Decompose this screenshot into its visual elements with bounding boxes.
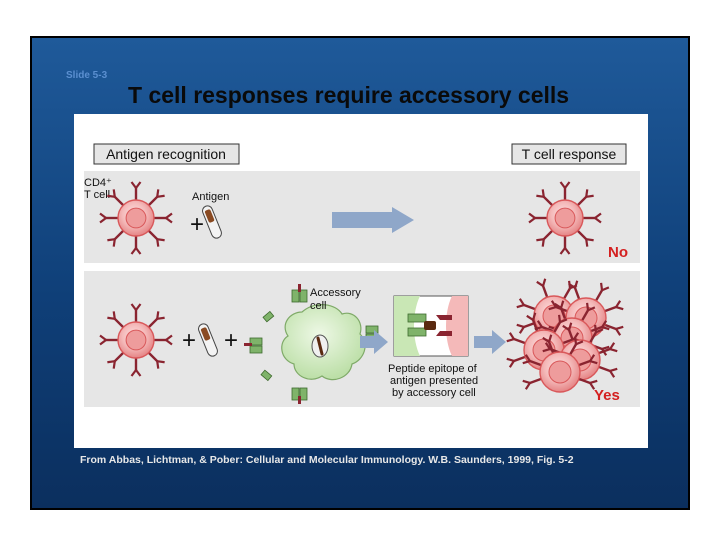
tcr-receptor [604, 300, 624, 313]
tcr-receptor [568, 280, 581, 300]
tcr-receptor [598, 342, 618, 355]
slide-title: T cell responses require accessory cells [128, 82, 570, 108]
tcr-receptor [130, 181, 142, 200]
tcr-receptor [576, 229, 594, 247]
tcr-receptor [552, 314, 568, 334]
t-cell [99, 181, 173, 255]
tcr-receptor [107, 351, 125, 369]
tcr-receptor [578, 377, 598, 390]
tcr-receptor [154, 212, 173, 224]
figure-panel: Antigen recognition T cell response CD4⁺… [74, 114, 648, 448]
t-cell [522, 334, 598, 393]
accessory-label-1: Accessory [310, 287, 361, 299]
peptide-label-2: antigen presented [390, 375, 478, 387]
tcr-receptor [506, 355, 526, 368]
t-cell [528, 181, 602, 255]
antigen-icon-row2 [198, 323, 218, 357]
tcr-receptor [130, 303, 142, 322]
antigen-icon [202, 205, 222, 239]
antigen-label: Antigen [192, 191, 229, 203]
cd4-t-cell-row1 [99, 181, 173, 255]
tcr-receptor [528, 212, 547, 224]
tcr-receptor [107, 229, 125, 247]
tcr-receptor [107, 189, 125, 207]
proliferating-t-cells [506, 278, 624, 393]
tcr-receptor [526, 312, 539, 332]
outcome-no: No [608, 244, 628, 261]
tcr-receptor [568, 336, 584, 356]
tcr-receptor [99, 212, 118, 224]
tcr-receptor [536, 229, 554, 247]
header-t-cell-response: T cell response [511, 143, 627, 165]
tcr-receptor [147, 351, 165, 369]
plus-sign-row1: + [190, 211, 204, 238]
tcr-receptor [130, 236, 142, 255]
tcr-receptor [99, 334, 118, 346]
slide-caption: From Abbas, Lichtman, & Pober: Cellular … [80, 454, 574, 466]
tcr-receptor [147, 311, 165, 329]
tcr-receptor [559, 181, 571, 200]
tcr-receptor [522, 354, 542, 367]
tcr-receptor [130, 358, 142, 377]
t-cell-label: T cell [84, 189, 110, 201]
tcr-receptor [559, 236, 571, 255]
tcr-receptor [154, 334, 173, 346]
t-cell-response-row1 [528, 181, 602, 255]
tcr-receptor [562, 322, 575, 342]
t-cell [99, 303, 173, 377]
tcr-receptor [147, 229, 165, 247]
cd4-label: CD4⁺ [84, 177, 112, 189]
peptide-label-1: Peptide epitope of [388, 363, 478, 375]
arrow-row2b [474, 330, 506, 354]
cell-nucleus [554, 207, 576, 229]
plus-sign-row2b: + [224, 327, 238, 354]
tcr-receptor [583, 212, 602, 224]
tcr-receptor [147, 189, 165, 207]
arrow-row2a [360, 330, 388, 354]
diagram-svg: Antigen recognition T cell response CD4⁺… [84, 143, 640, 407]
tcr-receptor [588, 324, 604, 344]
tcr-receptor [580, 302, 596, 322]
cell-nucleus [125, 207, 147, 229]
tcr-receptor [598, 365, 618, 378]
tcr-receptor [107, 311, 125, 329]
tcr-receptor [604, 323, 624, 336]
tcr-receptor [516, 298, 536, 311]
cell-nucleus [125, 329, 147, 351]
header-left-text: Antigen recognition [106, 146, 226, 162]
peptide-inset [393, 295, 469, 357]
accessory-cell [244, 284, 379, 404]
slide-number: Slide 5-3 [66, 70, 108, 81]
cell-nucleus [548, 360, 572, 384]
arrow-row1 [332, 207, 414, 233]
tcr-receptor [578, 354, 598, 367]
peptide-label-3: by accessory cell [392, 387, 476, 399]
tcr-receptor [506, 332, 526, 345]
accessory-label-2: cell [310, 300, 327, 312]
outcome-yes: Yes [594, 387, 620, 404]
tcr-receptor [536, 189, 554, 207]
tcr-receptor [536, 278, 549, 298]
tcr-receptor [522, 377, 542, 390]
plus-sign-row2a: + [182, 327, 196, 354]
tcr-receptor [554, 300, 567, 320]
cd4-t-cell-row2 [99, 303, 173, 377]
tcr-receptor [576, 189, 594, 207]
slide-background: Slide 5-3 T cell responses require acces… [30, 36, 690, 510]
tcr-receptor [542, 334, 555, 354]
header-right-text: T cell response [522, 146, 617, 162]
tcr-receptor [594, 282, 610, 302]
header-antigen-recognition: Antigen recognition [93, 143, 240, 165]
